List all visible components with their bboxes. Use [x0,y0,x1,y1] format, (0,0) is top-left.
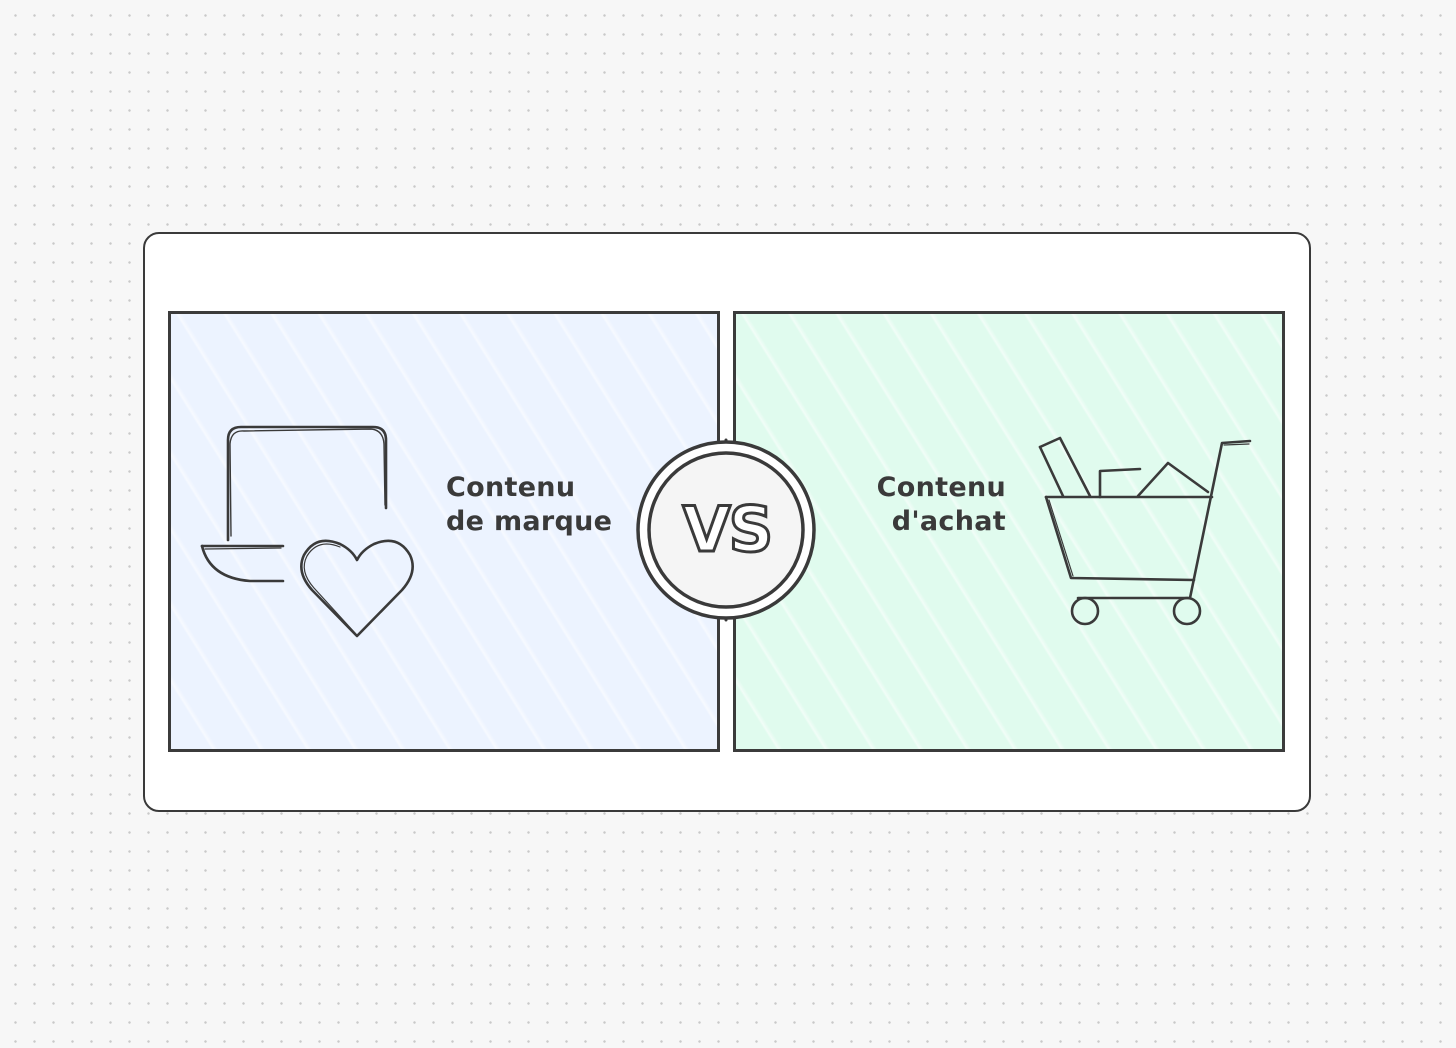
brand-content-title-line1: Contenu [446,472,576,503]
shopping-content-title-line1: Contenu [876,472,1006,503]
brand-content-title: Contenu de marque [446,471,612,539]
shopping-content-title: Contenu d'achat [860,471,1006,539]
shopping-content-panel [733,311,1285,752]
hatch-texture [736,314,1282,749]
shopping-content-title-line2: d'achat [891,506,1006,537]
brand-content-panel [168,311,720,752]
brand-content-title-line2: de marque [446,506,613,537]
versus-label: VS [681,492,775,568]
hatch-texture [171,314,717,749]
